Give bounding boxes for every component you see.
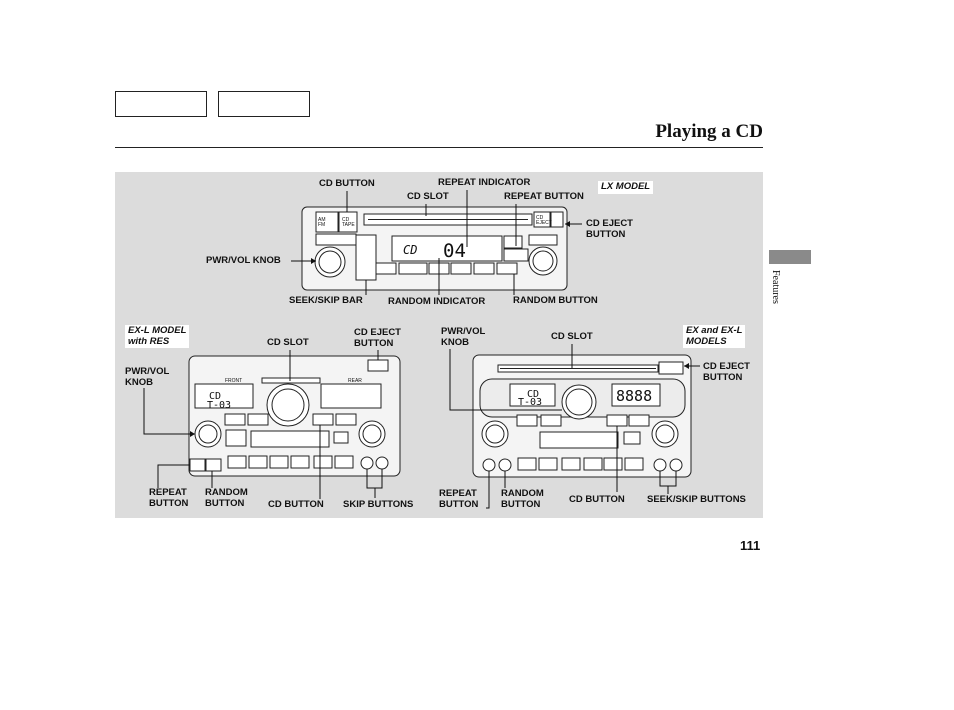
ex-eject-button [658, 361, 684, 375]
lx-eject-label-box [533, 211, 551, 228]
ex-seek-skip-label: SEEK/SKIP BUTTONS [647, 494, 746, 505]
exl-rear-display [320, 383, 382, 409]
page-title: Playing a CD [655, 121, 763, 142]
exl-tape-door [250, 430, 330, 448]
ex-random-button [498, 458, 512, 472]
exl-rear-control-knob [266, 383, 310, 427]
lx-random-indicator-label: RANDOM INDICATOR [388, 296, 486, 307]
ex-tape-door [539, 431, 619, 449]
lx-vol-label [315, 233, 357, 246]
lx-random-button-label: RANDOM BUTTON [513, 295, 598, 306]
leader-lines [143, 190, 700, 509]
ex-cd-eject-label: CD EJECT BUTTON [703, 361, 750, 383]
section-label: Features [770, 270, 781, 304]
nav-box-right [218, 91, 310, 117]
lx-pwr-vol-label: PWR/VOL KNOB [206, 255, 281, 266]
ex-display-track: T-03 [518, 397, 542, 408]
lx-eject-button [550, 211, 564, 228]
exl-display-track: T-03 [207, 400, 231, 411]
exl-skip-label: SKIP BUTTONS [343, 499, 414, 510]
ex-model-label: EX and EX-L MODELS [683, 325, 746, 348]
ex-cd-button [606, 414, 628, 427]
lx-model-label: LX MODEL [598, 181, 654, 194]
exl-random-button [205, 458, 222, 472]
exl-pwr-vol-label: PWR/VOL KNOB [125, 366, 170, 388]
lx-cd-tape-button [338, 211, 358, 233]
exl-random-label: RANDOM BUTTON [205, 487, 248, 509]
lx-seek-skip-bar [355, 234, 377, 281]
page-number: 111 [740, 538, 761, 553]
exl-skip-minus [360, 456, 374, 470]
exl-repeat-button [189, 458, 206, 472]
ex-pwr-vol-knob [561, 384, 597, 420]
exl-rear-text: REAR [348, 378, 362, 384]
exl-front-display [194, 383, 254, 409]
ex-display-cd: CD [527, 389, 539, 400]
lx-display-track: 04 [443, 240, 466, 262]
lx-cd-slot-label: CD SLOT [407, 191, 449, 202]
lx-am-fm-button [315, 211, 339, 233]
exl-cd-slot [261, 377, 321, 384]
lx-tune-button [528, 234, 558, 246]
lx-repeat-button-label: REPEAT BUTTON [504, 191, 584, 202]
ex-cd-button-label: CD BUTTON [569, 494, 625, 505]
lx-repeat-button [503, 248, 529, 262]
ex-seek-minus [653, 458, 667, 472]
ex-repeat-label: REPEAT BUTTON [439, 488, 479, 510]
exl-display-cd: CD [209, 391, 221, 402]
ex-clock-digits: 8888 [616, 387, 652, 405]
ex-repeat-button [482, 458, 496, 472]
exl-eject-button [367, 359, 389, 372]
lx-scan-button [503, 235, 523, 249]
exl-repeat-label: REPEAT BUTTON [149, 487, 189, 509]
section-tab [769, 250, 811, 264]
exl-front-text: FRONT [225, 378, 242, 384]
lx-seek-skip-label: SEEK/SKIP BAR [289, 295, 363, 306]
exl-cd-button-label: CD BUTTON [268, 499, 324, 510]
exl-skip-plus [375, 456, 389, 470]
exl-cd-eject-label: CD EJECT BUTTON [354, 327, 401, 349]
ex-pwr-vol-label: PWR/VOL KNOB [441, 326, 486, 348]
exl-cd-button [312, 413, 334, 426]
ex-display [509, 383, 556, 407]
lx-cd-eject-label: CD EJECT BUTTON [586, 218, 633, 240]
arrowheads [190, 221, 689, 437]
lx-display-cd: CD [403, 243, 417, 257]
exl-cd-slot-label: CD SLOT [267, 337, 309, 348]
ex-seek-plus [669, 458, 683, 472]
ex-random-label: RANDOM BUTTON [501, 488, 544, 510]
lx-display [391, 235, 503, 262]
lx-repeat-indicator-label: REPEAT INDICATOR [438, 177, 531, 188]
title-rule [115, 147, 763, 148]
ex-cd-slot-label: CD SLOT [551, 331, 593, 342]
nav-box-left [115, 91, 207, 117]
lx-cd-button-label: CD BUTTON [319, 178, 375, 189]
ex-clock-display [611, 383, 661, 407]
exl-model-label: EX-L MODEL with RES [125, 325, 190, 348]
